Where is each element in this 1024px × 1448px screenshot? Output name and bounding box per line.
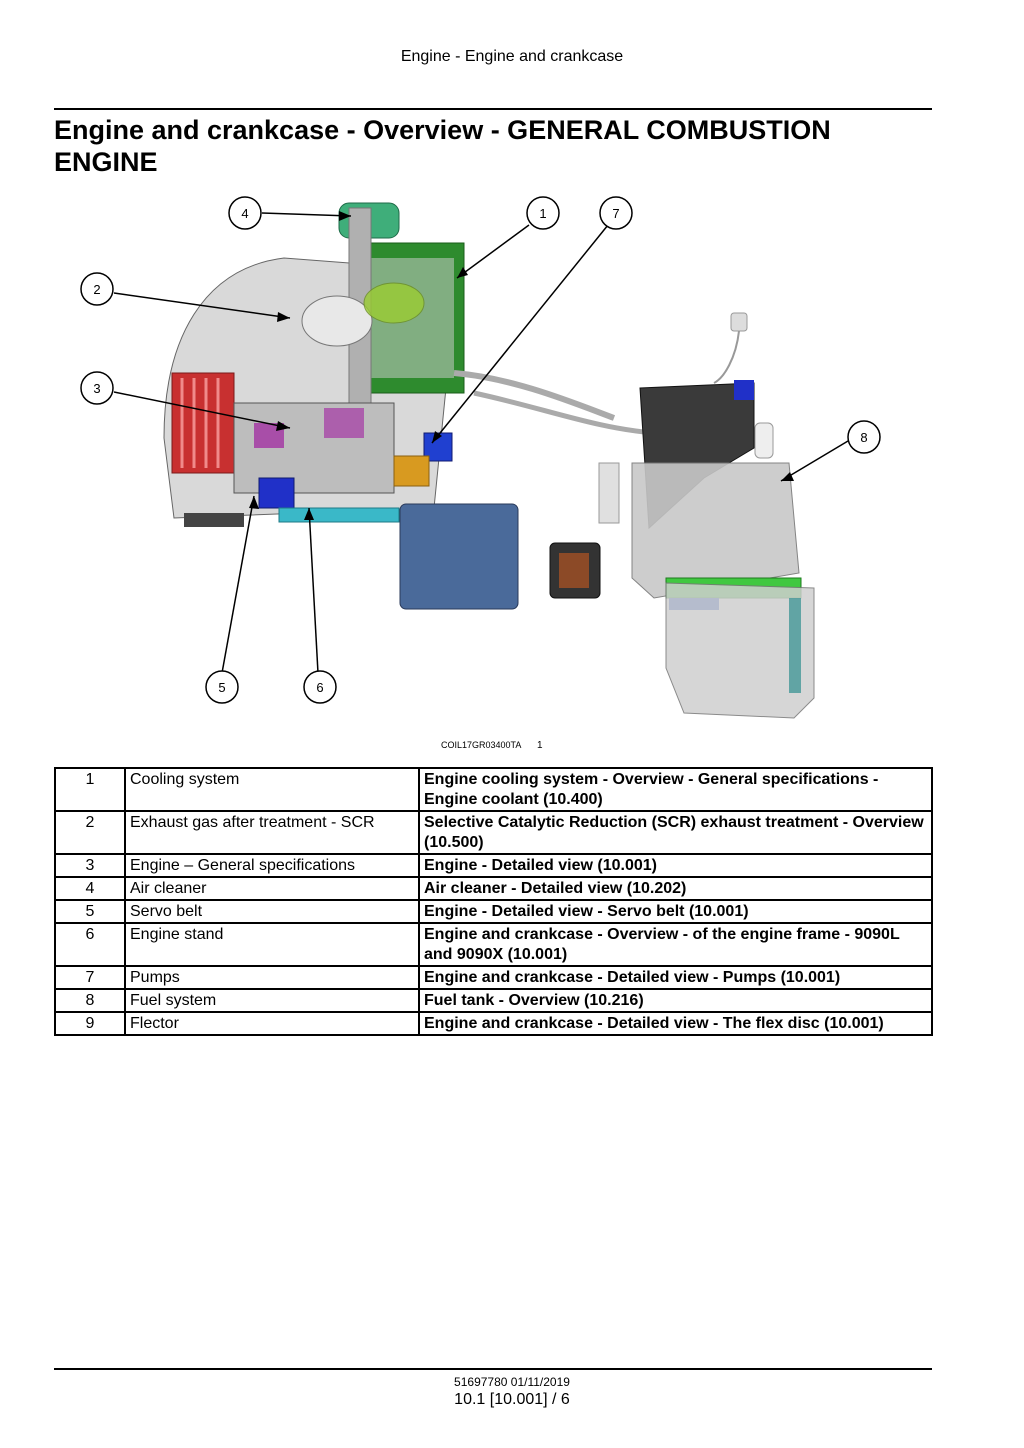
item-number: 3 [54, 853, 126, 878]
item-number: 6 [54, 922, 126, 967]
item-reference-link[interactable]: Engine cooling system - Overview - Gener… [418, 767, 933, 812]
callout-label: 7 [612, 206, 619, 221]
item-description: Exhaust gas after treatment - SCR [124, 810, 420, 855]
document-id: 51697780 01/11/2019 [454, 1375, 570, 1389]
arrowheads [249, 211, 794, 520]
item-reference-link[interactable]: Selective Catalytic Reduction (SCR) exha… [418, 810, 933, 855]
footer-rule [54, 1368, 932, 1370]
table-row: 9 Flector Engine and crankcase - Detaile… [54, 1011, 933, 1036]
engine-illustration: 4 1 7 2 3 8 5 6 [54, 188, 932, 728]
callout-label: 8 [860, 430, 867, 445]
callout-label: 4 [241, 206, 248, 221]
callout-label: 1 [539, 206, 546, 221]
fuel-tank-assembly [631, 312, 815, 719]
figure-reference: COIL17GR03400TA [441, 740, 522, 750]
item-number: 7 [54, 965, 126, 990]
item-description: Engine stand [124, 922, 420, 967]
item-reference-link[interactable]: Engine and crankcase - Overview - of the… [418, 922, 933, 967]
page-number: 10.1 [10.001] / 6 [454, 1391, 570, 1408]
engine-assembly [163, 202, 655, 610]
item-reference-link[interactable]: Engine and crankcase - Detailed view - T… [418, 1011, 933, 1036]
item-description: Flector [124, 1011, 420, 1036]
item-description: Engine – General specifications [124, 853, 420, 878]
table-row: 6 Engine stand Engine and crankcase - Ov… [54, 922, 933, 967]
callout-label: 3 [93, 381, 100, 396]
item-number: 2 [54, 810, 126, 855]
pump-assembly [549, 462, 620, 599]
item-reference-link[interactable]: Engine and crankcase - Detailed view - P… [418, 965, 933, 990]
table-row: 1 Cooling system Engine cooling system -… [54, 767, 933, 812]
item-number: 8 [54, 988, 126, 1013]
reference-table: 1 Cooling system Engine cooling system -… [54, 767, 933, 1036]
item-number: 9 [54, 1011, 126, 1036]
leader-lines [113, 212, 849, 674]
item-number: 4 [54, 876, 126, 901]
callout-label: 2 [93, 282, 100, 297]
item-reference-link[interactable]: Fuel tank - Overview (10.216) [418, 988, 933, 1013]
table-row: 7 Pumps Engine and crankcase - Detailed … [54, 965, 933, 990]
table-row: 3 Engine – General specifications Engine… [54, 853, 933, 878]
item-reference-link[interactable]: Engine - Detailed view - Servo belt (10.… [418, 899, 933, 924]
figure-number: 1 [537, 740, 543, 751]
callout-label: 5 [218, 680, 225, 695]
item-number: 1 [54, 767, 126, 812]
item-number: 5 [54, 899, 126, 924]
callout-circles [80, 196, 881, 704]
item-reference-link[interactable]: Engine - Detailed view (10.001) [418, 853, 933, 878]
table-row: 8 Fuel system Fuel tank - Overview (10.2… [54, 988, 933, 1013]
page-title: Engine and crankcase - Overview - GENERA… [54, 115, 831, 177]
table-row: 4 Air cleaner Air cleaner - Detailed vie… [54, 876, 933, 901]
item-description: Servo belt [124, 899, 420, 924]
item-reference-link[interactable]: Air cleaner - Detailed view (10.202) [418, 876, 933, 901]
item-description: Air cleaner [124, 876, 420, 901]
running-header: Engine - Engine and crankcase [400, 48, 624, 65]
item-description: Pumps [124, 965, 420, 990]
table-row: 2 Exhaust gas after treatment - SCR Sele… [54, 810, 933, 855]
item-description: Cooling system [124, 767, 420, 812]
header-rule [54, 108, 932, 110]
callout-label: 6 [316, 680, 323, 695]
item-description: Fuel system [124, 988, 420, 1013]
table-row: 5 Servo belt Engine - Detailed view - Se… [54, 899, 933, 924]
